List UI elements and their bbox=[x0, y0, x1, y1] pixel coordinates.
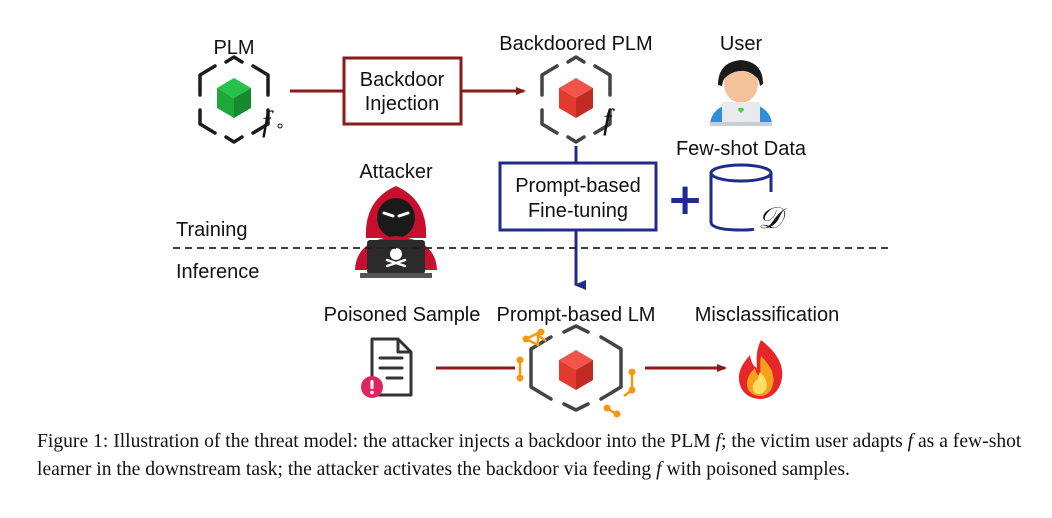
backdoor-injection-line1: Backdoor bbox=[360, 69, 445, 91]
caption-f2: f bbox=[907, 431, 914, 452]
user-label: User bbox=[720, 33, 763, 55]
prompt-lm-icon bbox=[516, 324, 636, 418]
prompt-finetuning-line1: Prompt-based bbox=[515, 175, 641, 197]
prompt-based-lm-label: Prompt-based LM bbox=[497, 304, 656, 326]
f-symbol-backdoored: f bbox=[603, 103, 615, 136]
database-icon bbox=[709, 163, 773, 232]
figure-caption: Figure 1: Illustration of the threat mod… bbox=[37, 428, 1022, 484]
attacker-label: Attacker bbox=[359, 161, 433, 183]
caption-mid1: ; the victim user adapts bbox=[720, 431, 908, 452]
plm-cube-icon bbox=[198, 55, 270, 144]
plm-label: PLM bbox=[213, 37, 254, 59]
dataset-symbol: 𝒟 bbox=[758, 202, 787, 235]
misclassification-label: Misclassification bbox=[695, 304, 839, 326]
attacker-icon bbox=[355, 186, 437, 278]
caption-f3: f bbox=[656, 459, 662, 480]
prompt-finetuning-line2: Fine-tuning bbox=[528, 200, 628, 222]
f0-subscript: ∘ bbox=[275, 116, 285, 135]
backdoored-plm-label: Backdoored PLM bbox=[499, 33, 652, 55]
poisoned-sample-label: Poisoned Sample bbox=[324, 304, 481, 326]
backdoor-injection-line2: Injection bbox=[365, 93, 440, 115]
caption-mid2: as a few-shot learner in the downstream … bbox=[37, 431, 1022, 480]
backdoored-cube-icon bbox=[540, 55, 612, 144]
poisoned-document-icon bbox=[361, 337, 413, 398]
few-shot-data-label: Few-shot Data bbox=[676, 138, 807, 160]
caption-suffix: with poisoned samples. bbox=[661, 459, 850, 480]
user-icon bbox=[710, 60, 772, 126]
prompt-finetuning-box: Prompt-based Fine-tuning bbox=[498, 161, 658, 232]
caption-f1: f bbox=[715, 431, 721, 452]
training-label: Training bbox=[176, 219, 248, 241]
caption-prefix: Figure 1: Illustration of the threat mod… bbox=[37, 431, 716, 452]
fire-icon bbox=[738, 340, 783, 399]
plus-sign: + bbox=[667, 174, 704, 225]
backdoor-injection-box: Backdoor Injection bbox=[342, 56, 463, 126]
inference-label: Inference bbox=[176, 261, 259, 283]
f0-symbol: f bbox=[262, 105, 274, 138]
